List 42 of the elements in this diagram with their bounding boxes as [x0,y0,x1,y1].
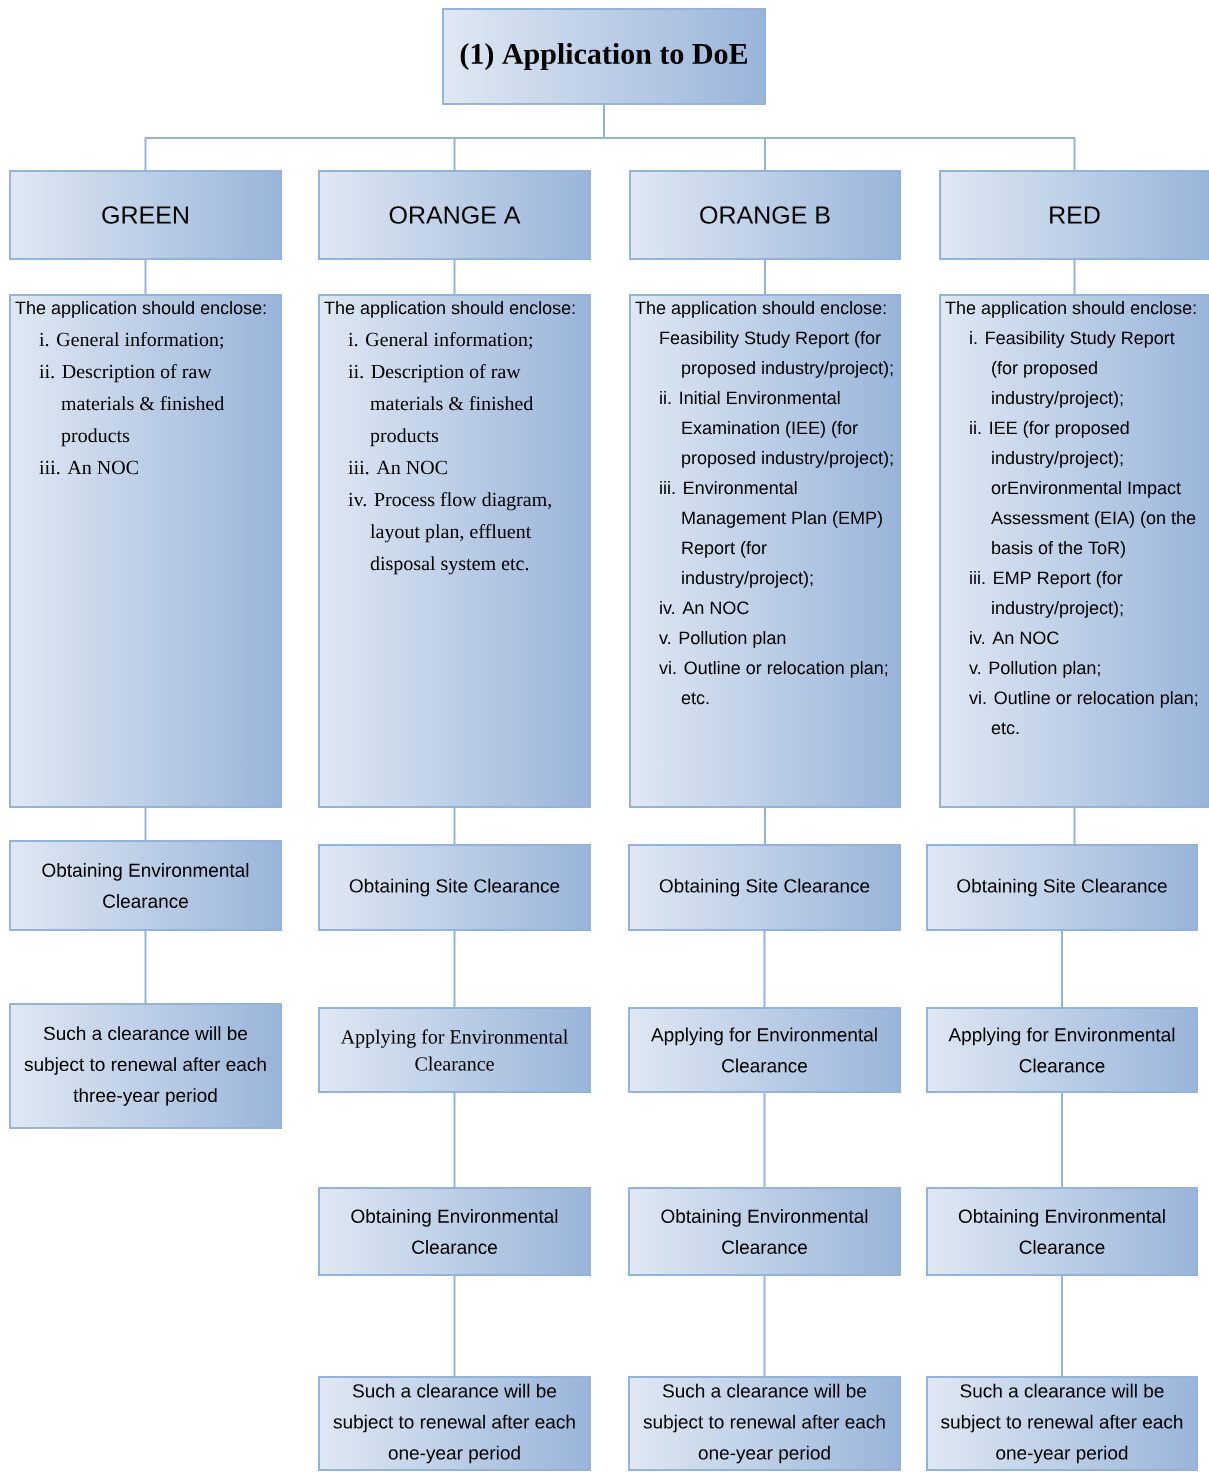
requirements-box: The application should enclose: i. General information; ii. Description of raw materials & finished products iii. An NOC iv. Process flow diagram, layout plan, effluent disposal system etc. [318,294,591,808]
connector-line [1061,1092,1063,1188]
requirements-box: The application should enclose: i. General information; ii. Description of raw materials & finished products iii. An NOC [9,294,282,808]
process-box: Obtaining Environmental Clearance [628,1187,901,1276]
category-box: ORANGE A [318,170,591,260]
connector-line [1073,807,1076,845]
connector-line [1073,259,1076,295]
connector-line [603,104,1076,171]
process-box: Such a clearance will be subject to renewal after each three-year period [9,1003,282,1129]
process-box: Applying for Environmental Clearance [926,1007,1198,1093]
process-box: Obtaining Site Clearance [318,844,591,931]
connector-line [453,807,456,845]
connector-line [453,1092,456,1188]
connector-line [453,1275,456,1377]
connector-line [1061,1275,1063,1377]
connector-line [144,930,147,1004]
connector-line [453,930,456,1008]
connector-line [763,930,766,1008]
process-box: Obtaining Environmental Clearance [9,840,282,931]
category-box: RED [939,170,1209,260]
process-box: Obtaining Site Clearance [926,844,1198,931]
process-box: Such a clearance will be subject to renewal after each one-year period [628,1376,901,1471]
process-box: Obtaining Site Clearance [628,844,901,931]
process-box: Such a clearance will be subject to renewal after each one-year period [926,1376,1198,1471]
process-box: Such a clearance will be subject to renewal after each one-year period [318,1376,591,1471]
connector-line [144,807,147,841]
process-box: Obtaining Environmental Clearance [318,1187,591,1276]
connector-line [764,807,766,845]
category-box: ORANGE B [629,170,901,260]
connector-line [144,259,147,295]
process-box: Applying for Environmental Clearance [318,1007,591,1093]
connector-line [763,1092,766,1188]
connector-line [453,259,456,295]
requirements-box: The application should enclose: i. Feasibility Study Report (for proposed industry/project); ii. IEE (for proposed industry/project); orEnvironmental Impact Assessment (EIA) (on the basis of the ToR) iii. EMP Report (for industry/project); iv. An NOC v. Pollution plan; vi. Outline or relocation plan; etc. [939,294,1209,808]
connector-line [1061,930,1063,1008]
process-box: Applying for Environmental Clearance [628,1007,901,1093]
connector-line [764,259,766,295]
process-box: Obtaining Environmental Clearance [926,1187,1198,1276]
connector-line [763,1275,766,1377]
requirements-box: The application should enclose: Feasibility Study Report (for proposed industry/project); ii. Initial Environmental Examination (IEE) (for proposed industry/project); iii. Environmental Management Plan (EMP) Report (for industry/project); iv. An NOC v. Pollution plan vi. Outline or relocation plan; etc. [629,294,901,808]
title-box: (1) Application to DoE [442,8,766,105]
category-box: GREEN [9,170,282,260]
